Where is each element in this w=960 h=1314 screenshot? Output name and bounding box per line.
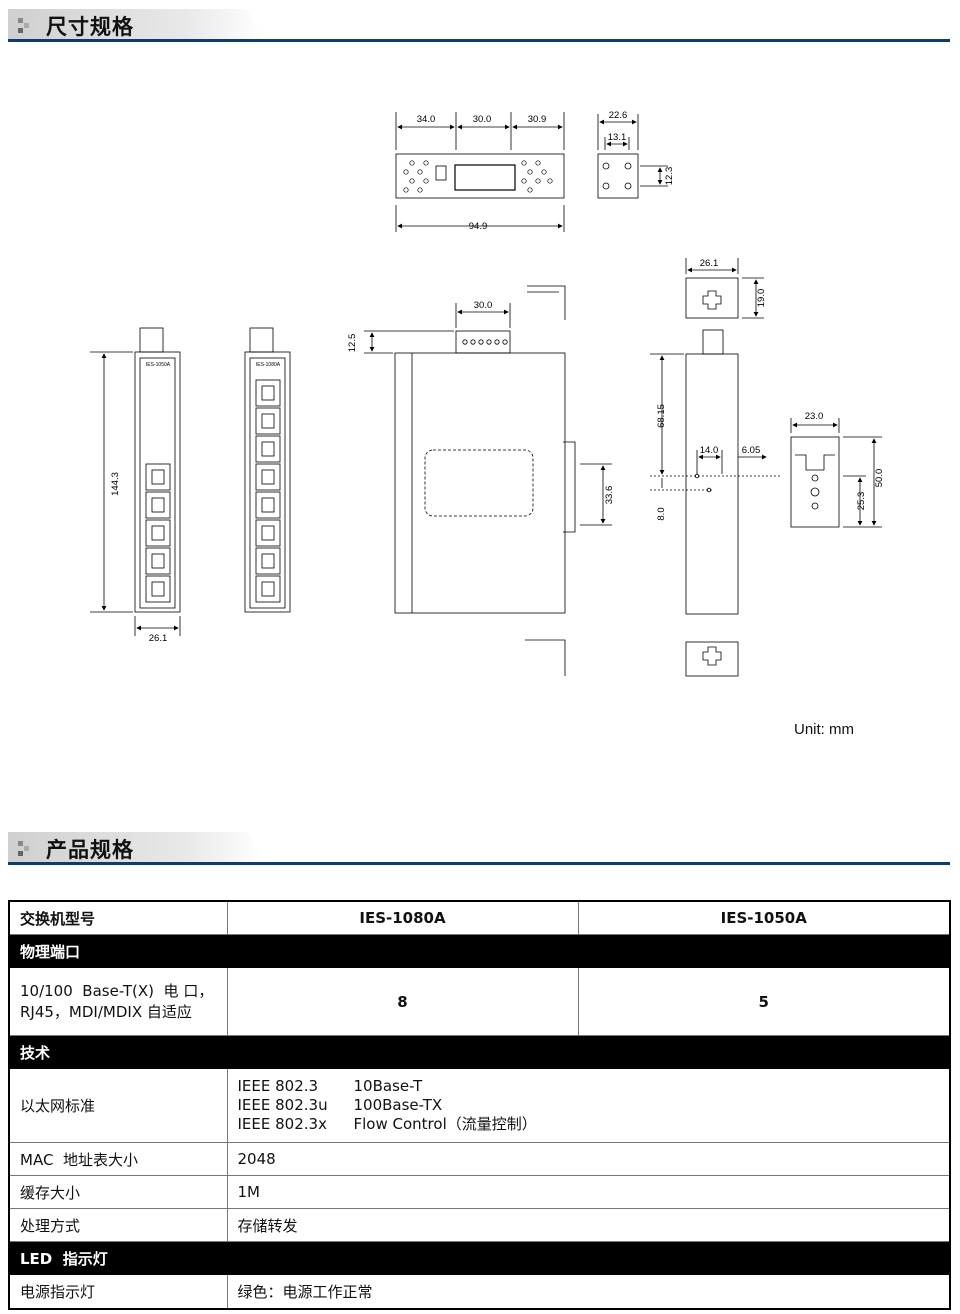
bullet-icon: [24, 846, 29, 851]
buffer-value: 1M: [226, 1175, 951, 1209]
table-row: MAC 地址表大小 2048: [8, 1142, 951, 1176]
group-row: 物理端口: [8, 934, 951, 968]
group-label-physical: 物理端口: [8, 934, 228, 968]
front-view-8port: [244, 327, 291, 613]
standard-desc: 10Base-T: [353, 1077, 423, 1095]
section-title: 产品规格: [46, 838, 134, 862]
dim-din-w: 23.0: [805, 411, 824, 422]
ports-label: 10/100 Base-T(X) 电 口， RJ45，MDI/MDIX 自适应: [8, 967, 228, 1036]
dim-side-rail: 33.6: [604, 486, 615, 505]
dim-right-d3: 8.0: [656, 507, 667, 520]
dim-side-offset: 12.5: [347, 334, 358, 353]
header-tab: [8, 832, 264, 862]
group-row: LED 指示灯: [8, 1241, 951, 1275]
dimensions-section-header: 尺寸规格: [8, 9, 950, 43]
side-clip-view: [597, 114, 668, 199]
header-rule: [8, 862, 950, 865]
standard-name: IEEE 802.3x: [237, 1115, 327, 1133]
bullet-icon: [18, 28, 23, 33]
right-view: [650, 258, 780, 677]
table-row: 以太网标准 IEEE 802.3 10Base-T IEEE 802.3u 100B…: [8, 1068, 951, 1143]
mac-label: MAC 地址表大小: [8, 1142, 228, 1176]
table-row: 10/100 Base-T(X) 电 口， RJ45，MDI/MDIX 自适应 …: [8, 967, 951, 1036]
group-spacer: [226, 934, 951, 968]
power-led-label: 电源指示灯: [8, 1274, 228, 1309]
ports-label-line2: RJ45，MDI/MDIX 自适应: [20, 1002, 192, 1021]
ports-1080a: 8: [226, 967, 579, 1036]
dim-front-height: 144.3: [110, 472, 121, 496]
bullet-icon: [18, 851, 23, 856]
bullet-icon: [18, 841, 23, 846]
unit-label: Unit: mm: [794, 721, 854, 738]
dim-plate-w: 26.1: [700, 258, 719, 269]
ports-1050a: 5: [577, 967, 951, 1036]
model-label-5port: IES-1050A: [146, 362, 171, 368]
header-model-1050a: IES-1050A: [577, 900, 951, 935]
dim-side-top: 30.0: [474, 300, 493, 311]
ethernet-label: 以太网标准: [8, 1068, 228, 1143]
dim-top-total: 94.9: [469, 221, 488, 232]
dim-clip-inner: 13.1: [608, 132, 627, 143]
model-label-8port: IES-1080A: [256, 362, 281, 368]
header-label: 交换机型号: [8, 900, 228, 935]
standard-line: IEEE 802.3 10Base-T: [238, 1077, 940, 1096]
product-section-header: 产品规格: [8, 832, 950, 866]
standard-name: IEEE 802.3u: [237, 1096, 328, 1114]
dim-right-d2: 6.05: [742, 445, 761, 456]
dim-front-width: 26.1: [149, 633, 168, 644]
ports-label-line1: 10/100 Base-T(X) 电 口，: [20, 981, 214, 1000]
table-header-row: 交换机型号 IES-1080A IES-1050A: [8, 900, 951, 935]
header-rule: [8, 39, 950, 42]
dim-plate-h: 19.0: [756, 289, 767, 308]
bullet-icon: [18, 18, 23, 23]
table-row: 电源指示灯 绿色：电源工作正常: [8, 1274, 951, 1309]
processing-value: 存储转发: [226, 1208, 951, 1242]
dim-din-h2: 25.3: [856, 492, 867, 511]
din-clip-view: [790, 418, 882, 528]
dim-clip-h: 12.3: [664, 167, 675, 186]
header-model-1080a: IES-1080A: [226, 900, 579, 935]
front-view-5port: [90, 327, 181, 636]
dim-top-w1: 34.0: [417, 114, 436, 125]
mac-value: 2048: [226, 1142, 951, 1176]
spec-table: 交换机型号 IES-1080A IES-1050A 物理端口 10/100 Ba…: [8, 900, 951, 1310]
table-row: 处理方式 存储转发: [8, 1208, 951, 1242]
dim-right-d1: 14.0: [700, 445, 719, 456]
dim-top-w2: 30.0: [473, 114, 492, 125]
standard-name: IEEE 802.3: [237, 1077, 319, 1095]
standard-line: IEEE 802.3x Flow Control（流量控制）: [238, 1115, 940, 1134]
standard-desc: Flow Control（流量控制）: [353, 1115, 537, 1133]
bullet-icon: [24, 23, 29, 28]
group-row: 技术: [8, 1035, 951, 1069]
ethernet-standards: IEEE 802.3 10Base-T IEEE 802.3u 100Base-TX…: [226, 1068, 951, 1143]
standard-line: IEEE 802.3u 100Base-TX: [238, 1096, 940, 1115]
dim-top-w3: 30.9: [528, 114, 547, 125]
group-label-tech: 技术: [8, 1035, 228, 1069]
group-spacer: [226, 1241, 951, 1275]
processing-label: 处理方式: [8, 1208, 228, 1242]
dimension-drawing: 34.0 30.0 30.9 94.9 22.6 13.1 12.3 IES-1…: [90, 110, 885, 677]
side-view: [364, 285, 612, 676]
top-view: [395, 112, 565, 232]
buffer-label: 缓存大小: [8, 1175, 228, 1209]
group-label-led: LED 指示灯: [8, 1241, 228, 1275]
power-led-value: 绿色：电源工作正常: [226, 1274, 951, 1309]
dim-clip-w: 22.6: [609, 110, 628, 121]
table-row: 缓存大小 1M: [8, 1175, 951, 1209]
standard-desc: 100Base-TX: [353, 1096, 443, 1114]
header-tab: [8, 9, 264, 39]
dim-din-h: 50.0: [874, 469, 885, 488]
group-spacer: [226, 1035, 951, 1069]
dim-right-h1: 68.15: [656, 404, 667, 428]
section-title: 尺寸规格: [46, 15, 134, 39]
